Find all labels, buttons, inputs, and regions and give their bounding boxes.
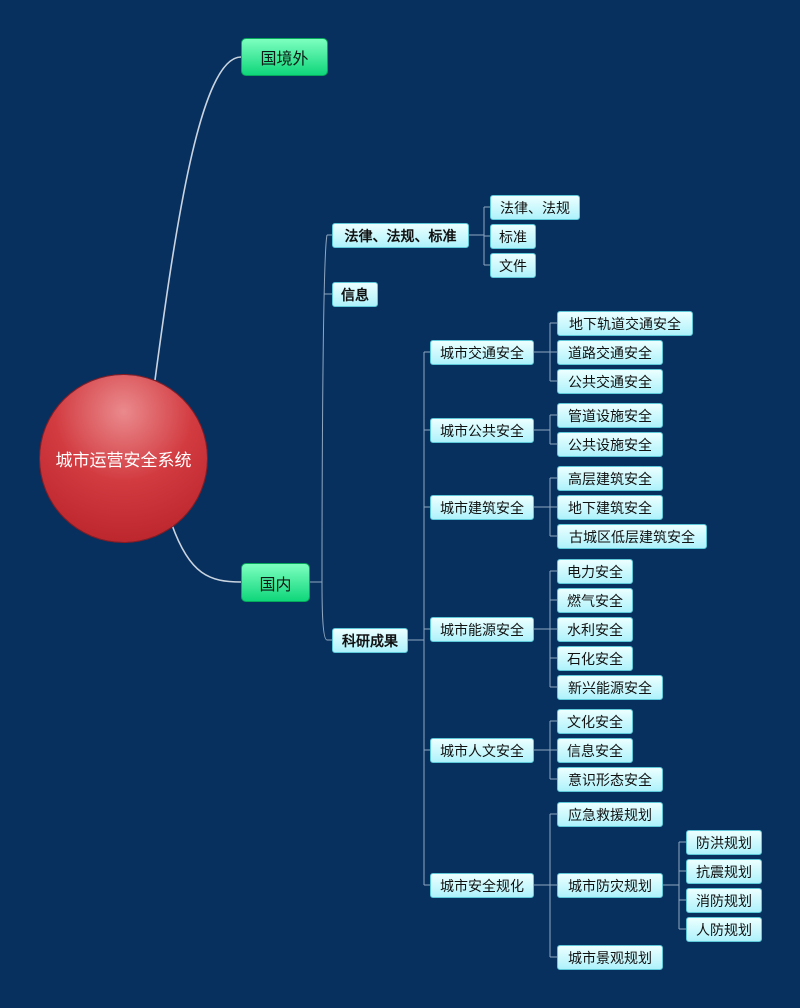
- leaf-highrise-safety[interactable]: 高层建筑安全: [557, 466, 663, 491]
- leaf-ideology-safety[interactable]: 意识形态安全: [557, 767, 663, 792]
- leaf-emergency-planning[interactable]: 应急救援规划: [557, 802, 663, 827]
- leaf-public-transit-safety[interactable]: 公共交通安全: [557, 369, 663, 394]
- group-building-safety[interactable]: 城市建筑安全: [430, 495, 534, 520]
- leaf-landscape-planning[interactable]: 城市景观规划: [557, 945, 663, 970]
- node-laws[interactable]: 法律、法规、标准: [332, 223, 469, 248]
- node-laws-regulations[interactable]: 法律、法规: [490, 195, 580, 220]
- leaf-fire-planning[interactable]: 消防规划: [686, 888, 762, 913]
- node-info[interactable]: 信息: [332, 282, 378, 307]
- leaf-seismic-planning[interactable]: 抗震规划: [686, 859, 762, 884]
- node-research[interactable]: 科研成果: [332, 628, 408, 653]
- root-node[interactable]: 城市运营安全系统: [40, 375, 207, 542]
- leaf-road-safety[interactable]: 道路交通安全: [557, 340, 663, 365]
- branch-overseas[interactable]: 国境外: [241, 38, 328, 76]
- leaf-new-energy-safety[interactable]: 新兴能源安全: [557, 675, 663, 700]
- link-domestic-down: [321, 581, 328, 641]
- leaf-oldtown-building-safety[interactable]: 古城区低层建筑安全: [557, 524, 707, 549]
- group-public-safety[interactable]: 城市公共安全: [430, 418, 534, 443]
- node-documents[interactable]: 文件: [490, 253, 536, 278]
- group-energy-safety[interactable]: 城市能源安全: [430, 617, 534, 642]
- leaf-underground-building-safety[interactable]: 地下建筑安全: [557, 495, 663, 520]
- leaf-facility-safety[interactable]: 公共设施安全: [557, 432, 663, 457]
- leaf-petrochem-safety[interactable]: 石化安全: [557, 646, 633, 671]
- leaf-civil-defense-planning[interactable]: 人防规划: [686, 917, 762, 942]
- leaf-gas-safety[interactable]: 燃气安全: [557, 588, 633, 613]
- leaf-water-safety[interactable]: 水利安全: [557, 617, 633, 642]
- leaf-culture-safety[interactable]: 文化安全: [557, 709, 633, 734]
- group-culture-safety[interactable]: 城市人文安全: [430, 738, 534, 763]
- link-root-overseas: [154, 56, 242, 381]
- leaf-metro-safety[interactable]: 地下轨道交通安全: [557, 311, 693, 336]
- link-domestic-up: [321, 234, 328, 583]
- group-traffic-safety[interactable]: 城市交通安全: [430, 340, 534, 365]
- node-standards[interactable]: 标准: [490, 224, 536, 249]
- leaf-power-safety[interactable]: 电力安全: [557, 559, 633, 584]
- link-root-domestic: [171, 524, 242, 583]
- leaf-disaster-planning[interactable]: 城市防灾规划: [557, 873, 663, 898]
- leaf-flood-planning[interactable]: 防洪规划: [686, 830, 762, 855]
- group-safety-planning[interactable]: 城市安全规化: [430, 873, 534, 898]
- leaf-information-safety[interactable]: 信息安全: [557, 738, 633, 763]
- leaf-pipeline-safety[interactable]: 管道设施安全: [557, 403, 663, 428]
- branch-domestic[interactable]: 国内: [241, 563, 310, 602]
